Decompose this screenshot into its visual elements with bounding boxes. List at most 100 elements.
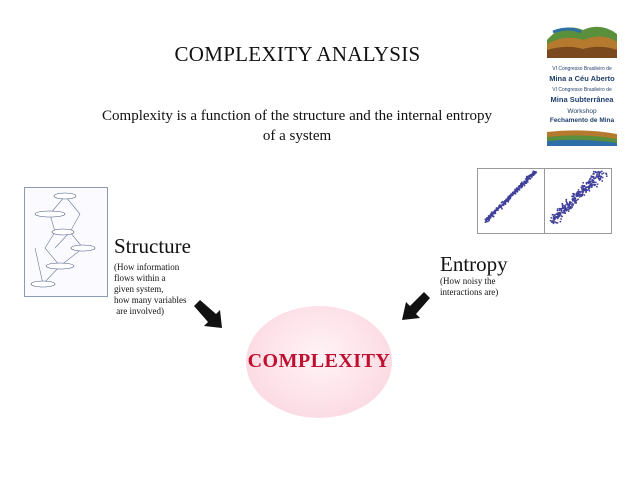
scatter-point — [517, 188, 520, 190]
scatter-point — [489, 214, 492, 217]
scatter-point — [520, 184, 523, 187]
scatter-point — [497, 207, 500, 210]
scatter-point — [523, 180, 525, 183]
scatter-point — [561, 202, 564, 205]
scatter-point — [511, 191, 514, 194]
scatter-point — [553, 214, 555, 216]
scatter-point — [602, 172, 605, 174]
scatter-point — [568, 203, 570, 206]
scatter-point — [549, 219, 552, 222]
scatter-point — [562, 209, 565, 212]
scatter-point — [588, 185, 591, 187]
scatter-point — [528, 176, 530, 179]
scatter-point — [580, 186, 583, 189]
scatter-point — [582, 191, 584, 193]
scatter-point — [601, 180, 604, 182]
scatter-point — [584, 189, 586, 192]
scatter-point — [522, 182, 525, 185]
scatter-point — [526, 181, 529, 183]
scatter-point — [493, 212, 495, 215]
scatter-point — [518, 187, 521, 189]
scatter-point — [600, 170, 603, 173]
scatter-point — [588, 189, 591, 192]
scatter-point — [577, 198, 579, 201]
scatter-point — [577, 194, 580, 196]
conference-logo: VI Congresso Brasileiro de Mina a Céu Ab… — [543, 18, 621, 150]
complexity-ellipse — [246, 306, 392, 418]
scatter-point — [552, 221, 555, 223]
scatter-point — [564, 209, 566, 212]
scatter-point — [578, 196, 581, 198]
scatter-point — [525, 175, 528, 178]
scatter-point — [523, 184, 526, 187]
arrow-down-right-icon — [194, 300, 222, 328]
scatter-point — [595, 171, 597, 173]
scatter-point — [499, 206, 502, 209]
structure-desc-line: how many variables — [114, 295, 187, 305]
scatter-point — [583, 185, 586, 187]
scatter-point — [579, 193, 582, 195]
scatter-point — [572, 195, 575, 198]
scatter-point — [565, 208, 567, 210]
scatter-point — [587, 182, 590, 184]
network-graph-icon — [30, 192, 96, 288]
scatter-plot-high-noise — [544, 168, 612, 234]
scatter-point — [557, 212, 560, 215]
scatter-point — [580, 191, 583, 193]
scatter-point — [576, 192, 579, 195]
scatter-point — [505, 200, 508, 203]
scatter-point — [572, 203, 574, 205]
scatter-point — [550, 217, 553, 219]
scatter-point — [575, 193, 578, 196]
scatter-point — [529, 177, 532, 180]
scatter-point — [490, 213, 493, 216]
scatter-point — [530, 173, 533, 176]
scatter-point — [557, 213, 560, 216]
scatter-point — [605, 175, 608, 177]
logo-strata-icon — [547, 130, 617, 146]
scatter-point — [590, 186, 593, 189]
arrow-down-left-icon — [402, 292, 430, 320]
scatter-point — [585, 191, 587, 194]
scatter-point — [507, 199, 510, 201]
scatter-point — [588, 178, 591, 181]
scatter-point — [571, 206, 574, 208]
scatter-point — [514, 192, 517, 195]
scatter-point — [556, 216, 559, 219]
subtitle-line-2: of a system — [262, 128, 332, 144]
scatter-point — [552, 222, 555, 225]
scatter-point — [569, 205, 572, 208]
scatter-point — [593, 183, 595, 186]
scatter-point — [592, 179, 595, 182]
scatter-point — [589, 182, 592, 184]
scatter-point — [601, 176, 604, 179]
logo-landscape-icon — [547, 26, 617, 58]
scatter-point — [577, 189, 580, 191]
entropy-desc-line: interactions are) — [440, 287, 499, 297]
scatter-high-noise-icon — [549, 170, 608, 225]
entropy-desc-line: (How noisy the — [440, 276, 496, 286]
scatter-point — [583, 194, 586, 196]
scatter-point — [579, 191, 582, 193]
scatter-point — [560, 218, 562, 220]
structure-desc-line: are involved) — [114, 306, 164, 316]
scatter-point — [587, 188, 590, 190]
scatter-point — [592, 170, 595, 173]
logo-line-2: Mina a Céu Aberto — [549, 74, 615, 83]
scatter-point — [508, 194, 511, 197]
scatter-point — [594, 181, 597, 184]
scatter-point — [526, 178, 529, 181]
scatter-point — [575, 202, 577, 204]
scatter-point — [564, 212, 567, 215]
scatter-point — [590, 180, 592, 183]
scatter-point — [564, 204, 567, 206]
scatter-point — [596, 183, 599, 185]
scatter-point — [532, 170, 535, 173]
scatter-point — [563, 204, 565, 207]
scatter-point — [551, 213, 554, 216]
scatter-point — [532, 173, 535, 175]
scatter-point — [601, 173, 603, 175]
scatter-point — [586, 181, 588, 184]
scatter-point — [599, 171, 602, 174]
logo-line-4: Mina Subterrânea — [550, 95, 614, 104]
